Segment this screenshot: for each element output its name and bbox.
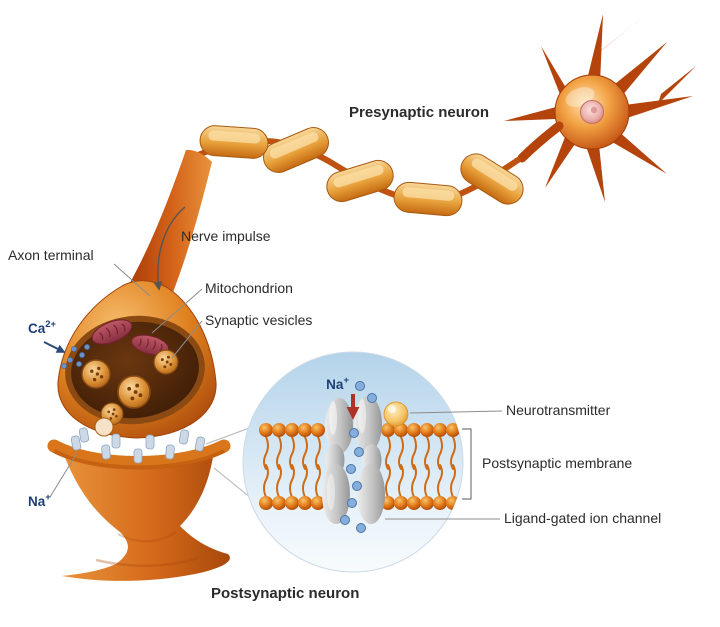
receptor-protein xyxy=(165,444,175,460)
channel-inset: Na+ xyxy=(242,351,464,573)
postsynaptic-body xyxy=(62,450,230,581)
presynaptic-membrane-protein xyxy=(111,433,121,449)
presynaptic-soma-dendrites xyxy=(504,14,696,202)
dendrite xyxy=(625,96,693,118)
postsynaptic-neuron-title: Postsynaptic neuron xyxy=(211,585,359,602)
dendrite xyxy=(586,14,603,84)
dendrite xyxy=(545,132,577,188)
receptor-protein xyxy=(133,448,143,464)
receptor-protein xyxy=(101,444,111,460)
presynaptic-membrane-protein xyxy=(145,434,155,450)
body-streak xyxy=(117,531,177,543)
calcium-entry-arrow xyxy=(43,341,66,353)
myelin-segment xyxy=(258,122,334,178)
myelin-segment xyxy=(392,180,464,218)
synaptic-vesicle xyxy=(117,375,151,409)
inset-circle xyxy=(242,351,464,573)
membrane-bracket xyxy=(462,428,472,500)
postsynaptic-membrane-label: Postsynaptic membrane xyxy=(482,455,632,471)
calcium-label: Ca2+ xyxy=(28,319,57,336)
inset-connector-line xyxy=(213,467,252,499)
neurotransmitter-ball xyxy=(383,401,409,427)
dendrite xyxy=(594,20,640,56)
body-streak xyxy=(95,556,199,568)
postsynaptic-neuron-shape xyxy=(47,434,231,581)
mitochondrion-leader xyxy=(151,288,203,334)
sodium-label-inset: Na+ xyxy=(326,375,349,392)
synaptic-vesicle xyxy=(81,359,111,389)
presynaptic-neuron-title: Presynaptic neuron xyxy=(349,104,489,121)
dendrite xyxy=(541,46,566,97)
synaptic-vesicles-label: Synaptic vesicles xyxy=(205,312,312,328)
axon-terminal-leader xyxy=(113,263,151,297)
dendrite xyxy=(586,145,605,202)
calcium-ions-group: Ca2+ xyxy=(28,319,90,369)
nerve-impulse-label: Nerve impulse xyxy=(181,228,271,244)
neurotransmitter-leader xyxy=(409,410,503,414)
nucleolus xyxy=(590,106,598,114)
presynaptic-membrane-protein xyxy=(178,429,190,445)
ion-channel xyxy=(322,396,385,524)
axon-hillock xyxy=(517,121,564,163)
neurotransmitter-highlight xyxy=(388,405,396,413)
dendrite xyxy=(610,42,667,97)
axon-myelinated xyxy=(126,121,564,298)
mitochondrion-label: Mitochondrion xyxy=(205,280,293,296)
axon-terminal-bulb xyxy=(57,280,217,450)
axon-trunk xyxy=(126,149,212,298)
dendrite xyxy=(658,66,696,104)
membrane-shadow xyxy=(53,449,225,470)
axon-terminal-label: Axon terminal xyxy=(8,247,94,263)
synaptic-vesicle xyxy=(153,349,179,375)
sodium-label-left-group: Na+ xyxy=(28,452,78,509)
neurotransmitter-label: Neurotransmitter xyxy=(506,402,611,418)
myelin-segment xyxy=(198,124,270,160)
sodium-label-left: Na+ xyxy=(28,492,51,509)
sodium-ions xyxy=(340,381,377,533)
presynaptic-membrane-protein xyxy=(78,427,90,443)
ligand-gated-channel-label: Ligand-gated ion channel xyxy=(504,510,661,526)
sodium-left-leader xyxy=(49,452,78,498)
dendrite xyxy=(607,130,667,174)
fusing-vesicle xyxy=(94,417,114,437)
inset-connector-line xyxy=(205,426,253,445)
dendrite xyxy=(504,107,556,121)
nerve-impulse-arrow xyxy=(153,206,186,291)
vesicles-leader xyxy=(171,320,203,359)
